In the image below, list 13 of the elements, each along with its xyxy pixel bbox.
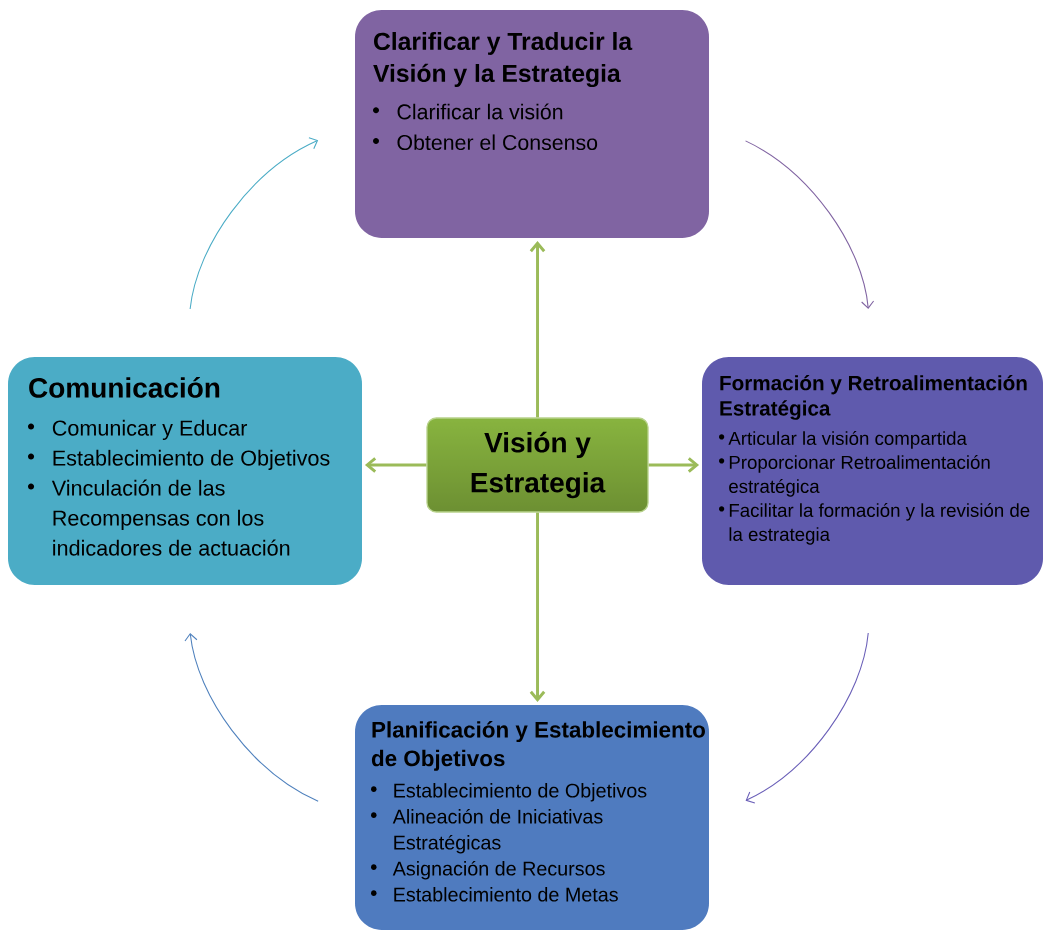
rounded-box: Formación y Retroalimentación Estratégica Articular la visión compartida Proporcionar Retroalimentación estratégica Facilitar la formación y la revisión de la estrategia: [702, 357, 1043, 585]
curved-arrow: [189, 137, 319, 310]
rounded-box: Comunicación Comunicar y Educar Establecimiento de Objetivos Vinculación de las Recompensas con los indicadores de actuación: [8, 357, 362, 585]
rounded-box: Clarificar y Traducir la Visión y la Estrategia Clarificar la visión Obtener el Consenso: [355, 10, 709, 238]
arrow: [364, 457, 427, 473]
arrow: [529, 240, 546, 418]
curved-arrow: [745, 140, 875, 309]
curved-arrow: [745, 632, 869, 804]
arrow: [648, 457, 700, 473]
central-box: Visión y Estrategia: [426, 417, 649, 513]
rounded-box: Planificación y Establecimiento de Objetivos Establecimiento de Objetivos Alineación de Iniciativas Estratégicas Asignación de Recursos Establecimiento de Metas: [355, 705, 709, 930]
arrow: [529, 512, 546, 703]
curved-arrow: [184, 633, 319, 802]
